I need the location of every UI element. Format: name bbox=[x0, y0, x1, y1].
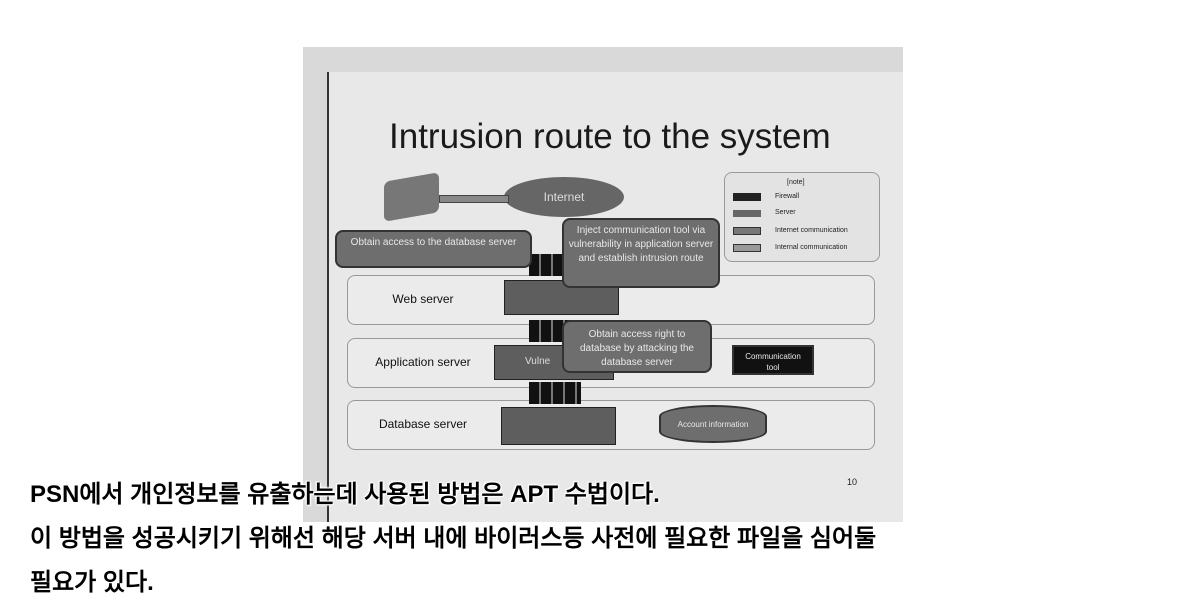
legend-item: Internet communication bbox=[775, 227, 848, 234]
communication-tool-box: Communication tool bbox=[732, 345, 814, 375]
obtain-db-access-box: Obtain access to the database server bbox=[335, 230, 532, 268]
slide-photo: Intrusion route to the system Web server… bbox=[303, 47, 903, 522]
caption-line: PSN에서 개인정보를 유출하는데 사용된 방법은 APT 수법이다. bbox=[30, 481, 660, 508]
internet-cloud: Internet bbox=[504, 177, 624, 217]
obtain-access-right-box: Obtain access right to database by attac… bbox=[562, 320, 712, 373]
layer-label: Database server bbox=[378, 417, 468, 431]
legend-item: Server bbox=[775, 209, 796, 216]
vulnerability-label: Vulne bbox=[525, 356, 551, 367]
caption: PSN에서 개인정보를 유출하는데 사용된 방법은 APT 수법이다. 이 방법… bbox=[30, 473, 876, 605]
legend-note: [note] Firewall Server Internet communic… bbox=[724, 172, 880, 262]
page-number: 10 bbox=[847, 477, 858, 487]
layer-label: Web server bbox=[392, 292, 454, 306]
slide: Intrusion route to the system Web server… bbox=[327, 72, 903, 522]
db-server-icon bbox=[501, 407, 616, 445]
legend-item: Internal communication bbox=[775, 244, 848, 251]
firewall-legend-icon bbox=[733, 193, 761, 201]
arrow-legend-icon bbox=[733, 227, 761, 235]
caption-line: 필요가 있다. bbox=[30, 569, 154, 596]
firewall-icon bbox=[529, 382, 581, 404]
user-pc-icon bbox=[384, 172, 439, 222]
arrow-legend-icon bbox=[733, 244, 761, 252]
inject-tool-box: Inject communication tool via vulnerabil… bbox=[562, 218, 720, 288]
server-legend-icon bbox=[733, 210, 761, 217]
account-information-db: Account information bbox=[659, 405, 767, 443]
layer-label: Application server bbox=[375, 355, 471, 369]
legend-item: Firewall bbox=[775, 193, 800, 200]
slide-title: Intrusion route to the system bbox=[389, 117, 831, 156]
internet-arrow bbox=[439, 195, 509, 203]
caption-line: 이 방법을 성공시키기 위해선 해당 서버 내에 바이러스등 사전에 필요한 파… bbox=[30, 525, 877, 552]
legend-title: [note] bbox=[787, 179, 805, 186]
